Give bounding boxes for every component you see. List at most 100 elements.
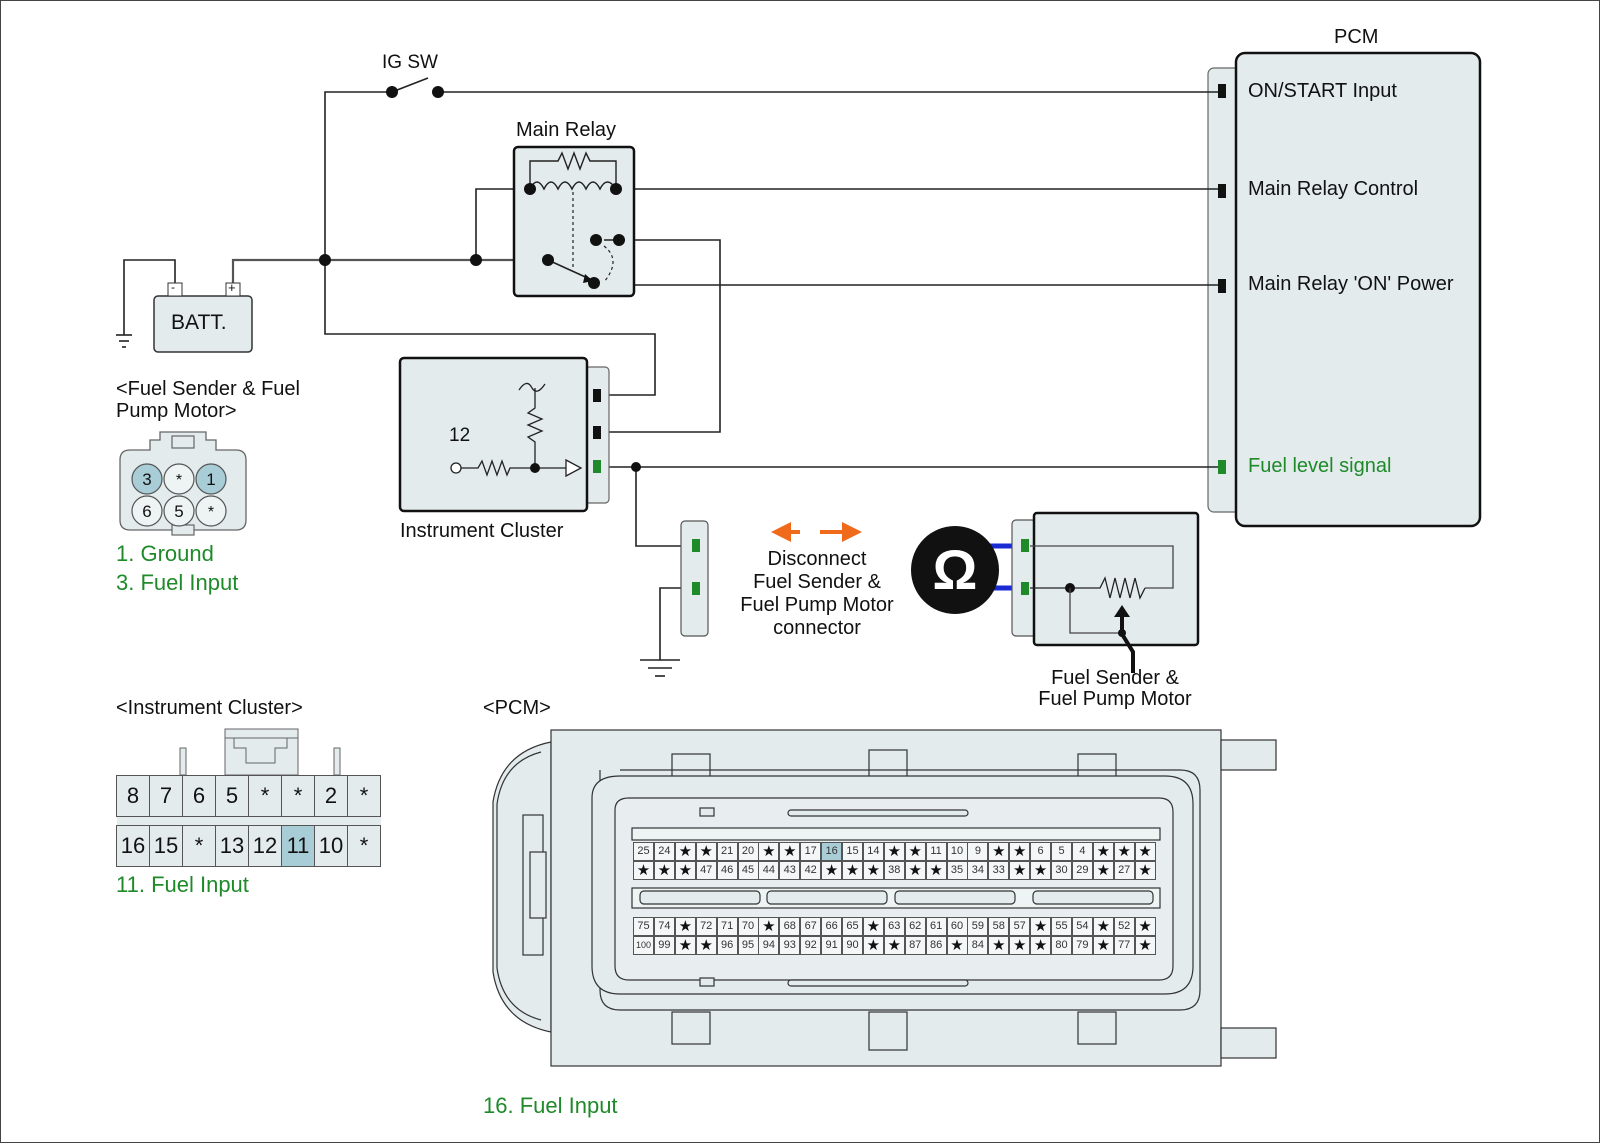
pcm-pin-empty: ★	[1092, 917, 1114, 936]
pcm-pin-25: 25	[633, 842, 654, 861]
fuel-sender-pin-label: 6	[142, 502, 151, 521]
pcm-pin-empty: ★	[988, 842, 1010, 861]
cluster-pin-15: 15	[149, 825, 183, 867]
wire-relay-on-power	[624, 240, 1218, 286]
wire-ig-left	[324, 91, 392, 260]
pcm-pin-empty: ★	[1009, 861, 1031, 880]
cluster-pin-6: 6	[182, 775, 216, 817]
cluster-pin-number: 12	[449, 425, 471, 446]
wire-relay-to-cluster	[598, 239, 721, 433]
fuel-sender-pin-label: 1	[206, 470, 215, 489]
pcm-pin-empty: ★	[946, 936, 968, 955]
pcm-pin-on-start	[1218, 84, 1226, 98]
pcm-pin-87: 87	[904, 936, 926, 955]
pcm-pin-5: 5	[1051, 842, 1072, 861]
pcm-pin-42: 42	[800, 861, 822, 880]
pcm-pin-empty: ★	[1134, 842, 1156, 861]
fuel-sender-module-label: Fuel Sender & Fuel Pump Motor	[1038, 667, 1192, 710]
pcm-pin-empty: ★	[695, 936, 717, 955]
fuel-sender-pin-6	[131, 495, 163, 527]
pcm-pin-61: 61	[925, 917, 947, 936]
pcm-pin-empty: ★	[1092, 936, 1114, 955]
fuel-sender-module	[1011, 511, 1200, 673]
pcm-pin-empty: ★	[988, 936, 1010, 955]
pcm-pin-71: 71	[716, 917, 738, 936]
pcm-pin-72: 72	[695, 917, 717, 936]
cluster-pin-empty: *	[281, 775, 315, 817]
pcm-pin-empty: ★	[1009, 842, 1031, 861]
ig-switch-blade	[391, 77, 429, 93]
cluster-pin-empty: *	[248, 775, 282, 817]
main-relay-label: Main Relay	[516, 119, 617, 141]
pcm-pin-empty: ★	[1030, 917, 1052, 936]
pcm-pin-30: 30	[1051, 861, 1072, 880]
pcm-pin-66: 66	[821, 917, 843, 936]
battery-neg-label: -	[171, 280, 175, 294]
pcm-pin-100: 100	[633, 936, 654, 955]
pcm-pin-29: 29	[1071, 861, 1093, 880]
instrument-cluster	[398, 356, 610, 513]
pcm-pin-15: 15	[842, 842, 863, 861]
pcm-pin-empty: ★	[821, 861, 843, 880]
pcm-pin-empty: ★	[674, 917, 696, 936]
pcm-pin-45: 45	[737, 861, 759, 880]
pcm-pin-44: 44	[758, 861, 780, 880]
pcm-pin-6: 6	[1030, 842, 1052, 861]
pcm-pin-95: 95	[737, 936, 759, 955]
fuel-sender-pin-label: 3	[142, 470, 151, 489]
pcm-pin-75: 75	[633, 917, 654, 936]
instrument-cluster-label: Instrument Cluster	[400, 520, 564, 542]
pcm-pin-63: 63	[883, 917, 905, 936]
pcm-terminal-relay-control: Main Relay Control	[1248, 178, 1419, 200]
pcm-pin-84: 84	[967, 936, 989, 955]
pcm-terminal-relay-power: Main Relay 'ON' Power	[1248, 273, 1454, 295]
pcm-pin-65: 65	[842, 917, 863, 936]
pcm-pin-empty: ★	[1030, 861, 1052, 880]
cluster-pin-empty: *	[182, 825, 216, 867]
cluster-pin-13: 13	[215, 825, 249, 867]
wire-batt-plus	[231, 258, 545, 288]
pcm-pin-empty: ★	[883, 842, 905, 861]
pcm-pin-77: 77	[1113, 936, 1135, 955]
pcm-pin-68: 68	[779, 917, 801, 936]
pcm-connector-face	[492, 729, 1277, 1067]
pcm-pin-empty: ★	[758, 917, 780, 936]
pcm-pin-21: 21	[716, 842, 738, 861]
wire-batt-to-cluster	[324, 260, 656, 396]
cluster-note-fuel-input: 11. Fuel Input	[116, 872, 249, 897]
pcm-box	[1234, 51, 1482, 528]
battery-body	[153, 295, 253, 353]
pcm-pin-empty: ★	[1009, 936, 1031, 955]
pcm-pin-52: 52	[1113, 917, 1135, 936]
wires	[116, 77, 1218, 677]
fuel-sender-pin-label: 5	[174, 502, 183, 521]
pcm-pin-79: 79	[1071, 936, 1093, 955]
pcm-note-fuel-input: 16. Fuel Input	[483, 1093, 618, 1118]
pcm-pin-10: 10	[946, 842, 968, 861]
pcm-pin-58: 58	[988, 917, 1010, 936]
pcm-pin-35: 35	[946, 861, 968, 880]
pcm-pin-4: 4	[1071, 842, 1093, 861]
fuel-sender-pin-1	[195, 463, 227, 495]
sender-harness-connector	[680, 520, 709, 637]
pcm-pin-empty: ★	[1113, 842, 1135, 861]
pcm-pin-92: 92	[800, 936, 822, 955]
pcm-terminal-fuel-level: Fuel level signal	[1248, 455, 1392, 477]
fuel-sender-pin-empty	[163, 463, 195, 495]
pcm-pin-empty: ★	[1092, 861, 1114, 880]
pcm-pin-empty: ★	[674, 861, 696, 880]
pcm-pin-empty: ★	[1030, 936, 1052, 955]
cluster-pin-16: 16	[116, 825, 150, 867]
pcm-pin-74: 74	[653, 917, 675, 936]
fuel-sender-pin-label: *	[176, 472, 182, 489]
cluster-pin-2: 2	[314, 775, 348, 817]
battery-neg-terminal	[167, 282, 183, 297]
cluster-pin-7: 7	[149, 775, 183, 817]
pcm-title: PCM	[1334, 26, 1379, 48]
pcm-pin-11: 11	[925, 842, 947, 861]
junction-dots	[319, 86, 641, 472]
pcm-pin-67: 67	[800, 917, 822, 936]
